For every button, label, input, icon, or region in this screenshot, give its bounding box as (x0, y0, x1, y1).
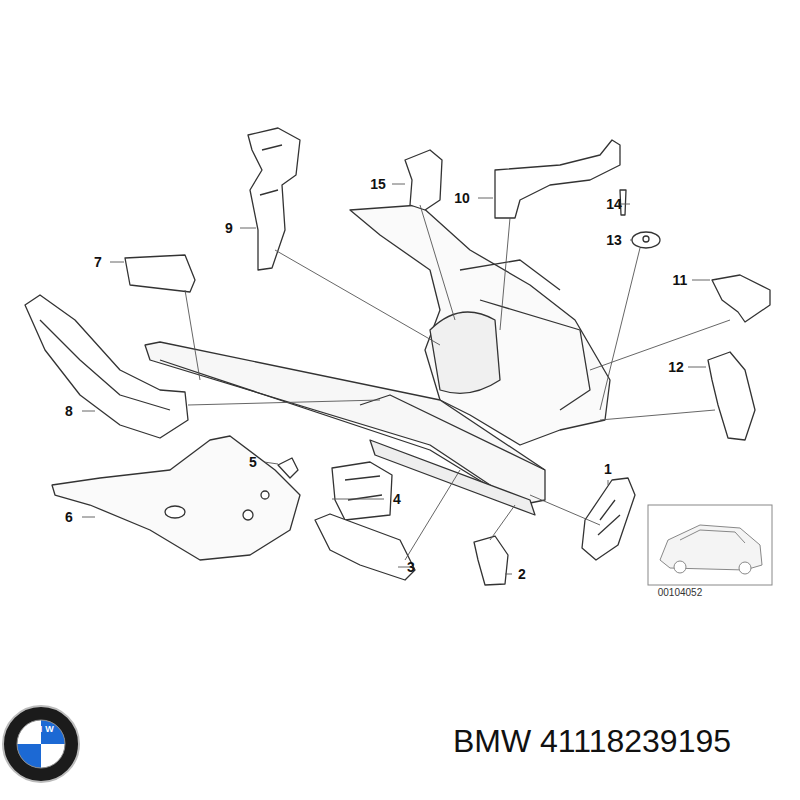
callout-number: 14 (606, 197, 622, 211)
callout-number: 2 (518, 567, 526, 581)
callout-number: 15 (370, 177, 386, 191)
callout-number: 13 (606, 233, 622, 247)
part-number: BMW 41118239195 (453, 725, 731, 757)
callout-number: 9 (225, 221, 233, 235)
drawing-number: 00104052 (658, 588, 703, 598)
callout-number: 3 (407, 560, 415, 574)
callout-number: 11 (673, 273, 688, 287)
callout-number: 7 (94, 255, 102, 269)
callout-number: 6 (65, 510, 73, 524)
callout-number: 4 (393, 492, 401, 506)
logo-text: BMW (25, 725, 57, 734)
callout-number: 5 (249, 455, 257, 469)
callout-number: 8 (65, 404, 73, 418)
callout-number: 12 (668, 360, 684, 374)
callout-number: 1 (604, 462, 612, 476)
callout-number: 10 (454, 191, 470, 205)
